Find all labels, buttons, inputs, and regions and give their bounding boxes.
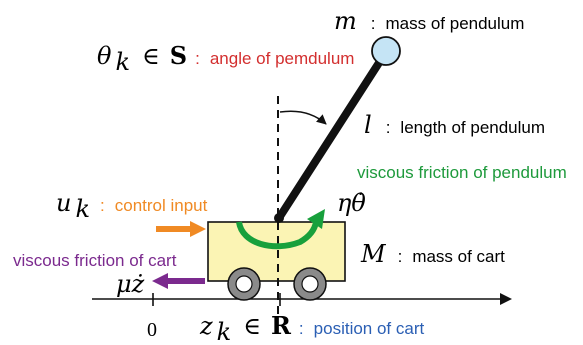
control-input-separator: : bbox=[100, 196, 105, 215]
length-annotation: l : length of pendulum bbox=[364, 111, 545, 139]
length-label: length of pendulum bbox=[400, 118, 545, 137]
mass-cart-label: mass of cart bbox=[412, 247, 505, 266]
angle-separator: : bbox=[195, 49, 200, 68]
angle-symbol: θ bbox=[97, 42, 112, 70]
pendulum-pivot bbox=[274, 213, 284, 223]
control-input-arrow-head bbox=[190, 221, 206, 237]
ground-axis-arrowhead bbox=[500, 293, 512, 305]
mass-cart-annotation: M : mass of cart bbox=[360, 240, 505, 268]
pendulum-bob bbox=[371, 36, 401, 66]
length-symbol: l bbox=[364, 111, 372, 139]
angle-set: S bbox=[170, 41, 187, 70]
position-subscript: k bbox=[217, 318, 232, 345]
origin-label: 0 bbox=[147, 319, 157, 341]
cart-friction-label: viscous friction of cart bbox=[13, 251, 177, 270]
angle-annotation: θ k ∈ S : angle of pemdulum bbox=[97, 41, 354, 76]
control-input-annotation: u k : control input bbox=[56, 189, 208, 223]
length-separator: : bbox=[386, 118, 391, 137]
angle-relation: ∈ bbox=[142, 42, 160, 70]
pendulum-rod bbox=[275, 51, 388, 222]
mass-cart-symbol: M bbox=[360, 240, 387, 268]
position-relation: ∈ bbox=[243, 312, 261, 340]
position-label: position of cart bbox=[314, 319, 425, 338]
position-symbol: z bbox=[199, 312, 213, 340]
mass-pendulum-label: mass of pendulum bbox=[386, 14, 525, 33]
control-input-symbol: u bbox=[56, 189, 71, 217]
mass-pendulum-symbol: m bbox=[334, 7, 357, 35]
position-annotation: z k ∈ R : position of cart bbox=[199, 311, 424, 345]
control-input-subscript: k bbox=[75, 195, 90, 223]
cart-left-wheel bbox=[227, 267, 261, 301]
mass-pendulum-separator: : bbox=[371, 14, 376, 33]
cart-body bbox=[207, 221, 346, 282]
pendulum-friction-arc bbox=[236, 221, 319, 250]
angle-arc bbox=[279, 110, 327, 125]
cart-right-wheel bbox=[293, 267, 327, 301]
mass-cart-separator: : bbox=[398, 247, 403, 266]
cart-friction-arrow-head bbox=[152, 273, 168, 289]
mass-pendulum-annotation: m : mass of pendulum bbox=[334, 7, 524, 35]
cart-friction-formula: μż bbox=[116, 270, 145, 298]
position-separator: : bbox=[299, 319, 304, 338]
position-set: R bbox=[271, 311, 292, 340]
angle-label: angle of pemdulum bbox=[210, 49, 355, 68]
control-input-label: control input bbox=[115, 196, 208, 215]
pendulum-friction-arrowhead bbox=[307, 209, 325, 229]
pendulum-friction-formula: ηθ̇ bbox=[337, 189, 366, 217]
angle-subscript: k bbox=[115, 48, 130, 76]
pendulum-friction-label: viscous friction of pendulum bbox=[357, 163, 567, 182]
